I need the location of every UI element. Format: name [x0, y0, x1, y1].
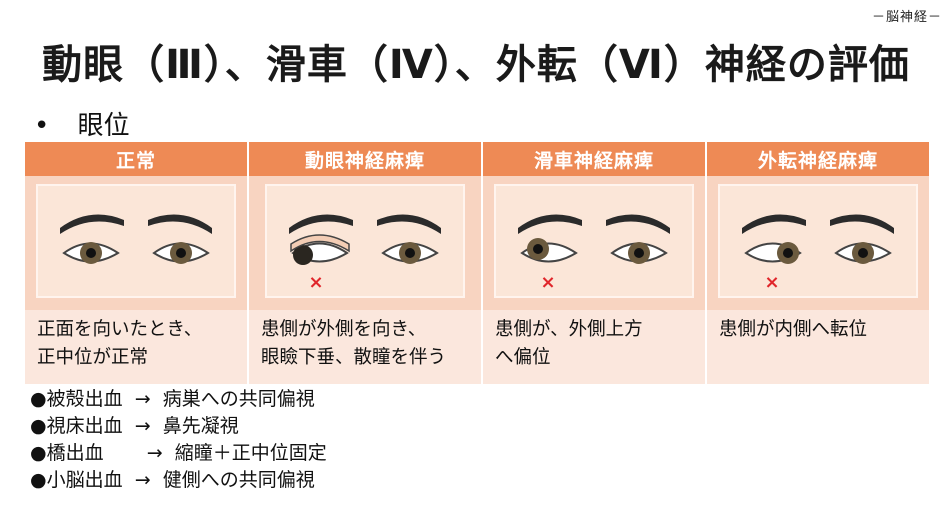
left-eyebrow [517, 214, 582, 234]
note-site: 被殻出血 [46, 388, 123, 410]
left-eyebrow [741, 214, 806, 234]
description-text: 患側が内側へ転位 [718, 319, 867, 340]
note-arrow: → [146, 442, 163, 464]
note-finding: 縮瞳＋正中位固定 [174, 442, 327, 464]
description-normal: 正面を向いたとき、正中位が正常 [25, 310, 247, 384]
note-arrow: → [134, 469, 151, 491]
description-abducens: 患側が内側へ転位 [706, 310, 929, 384]
right-pupil [633, 248, 644, 258]
subtitle-bullet: • [34, 111, 50, 141]
section-tag: －脳神経－ [871, 10, 942, 25]
note-arrow: → [134, 388, 151, 410]
table-header-row: 正常 動眼神経麻痺 滑車神経麻痺 外転神経麻痺 [25, 142, 929, 176]
note-site: 橋出血 [46, 442, 123, 464]
table-description-row: 正面を向いたとき、正中位が正常 患側が外側を向き、眼瞼下垂、散瞳を伴う 患側が、… [25, 310, 929, 384]
left-eyebrow [288, 214, 353, 234]
subtitle: • 眼位 [34, 105, 130, 142]
right-eyebrow [829, 214, 894, 234]
left-pupil [85, 248, 96, 258]
right-pupil [857, 248, 868, 258]
note-pontine-hemorrhage: ●橋出血 → 縮瞳＋正中位固定 [30, 440, 327, 467]
column-header-oculomotor: 動眼神経麻痺 [248, 142, 481, 176]
description-trochlear: 患側が、外側上方へ偏位 [482, 310, 705, 384]
column-header-abducens: 外転神経麻痺 [706, 142, 929, 176]
picture-cell-abducens: × [706, 176, 929, 310]
right-pupil [175, 248, 186, 258]
note-bullet: ● [30, 469, 47, 491]
note-arrow: → [134, 415, 151, 437]
left-iris-dilated [292, 245, 313, 265]
right-eyebrow [147, 214, 212, 234]
description-text: 正面を向いたとき、正中位が正常 [37, 319, 203, 368]
left-pupil [532, 244, 543, 254]
right-pupil [404, 248, 415, 258]
affected-side-marker: × [540, 272, 555, 293]
column-header-trochlear: 滑車神経麻痺 [482, 142, 705, 176]
note-cerebellar-hemorrhage: ●小脳出血 → 健側への共同偏視 [30, 467, 327, 494]
note-finding: 病巣への共同偏視 [162, 388, 315, 410]
note-site: 小脳出血 [46, 469, 123, 491]
note-putaminal-hemorrhage: ●被殻出血 → 病巣への共同偏視 [30, 386, 327, 413]
eyes-trochlear-illustration: × [493, 184, 694, 298]
page-title: 動眼（Ⅲ）、滑車（Ⅳ）、外転（Ⅵ）神経の評価 [42, 42, 910, 88]
affected-side-marker: × [764, 272, 779, 293]
left-drooping-eyelid [290, 234, 350, 253]
description-oculomotor: 患側が外側を向き、眼瞼下垂、散瞳を伴う [248, 310, 481, 384]
affected-side-marker: × [308, 272, 323, 293]
table-picture-row: × × [25, 176, 929, 310]
eyes-abducens-illustration: × [717, 184, 918, 298]
subtitle-text: 眼位 [77, 111, 130, 141]
picture-cell-normal [25, 176, 247, 310]
description-text: 患側が外側を向き、眼瞼下垂、散瞳を伴う [260, 319, 446, 368]
note-bullet: ● [30, 415, 47, 437]
eye-position-table: 正常 動眼神経麻痺 滑車神経麻痺 外転神経麻痺 [23, 142, 931, 384]
eyes-normal-illustration [35, 184, 236, 298]
note-bullet: ● [30, 388, 47, 410]
note-bullet: ● [30, 442, 47, 464]
column-header-normal: 正常 [25, 142, 247, 176]
note-thalamic-hemorrhage: ●視床出血 → 鼻先凝視 [30, 413, 327, 440]
hemorrhage-notes: ●被殻出血 → 病巣への共同偏視 ●視床出血 → 鼻先凝視 ●橋出血 → 縮瞳＋… [30, 386, 327, 494]
left-pupil [782, 248, 793, 258]
left-eyebrow [59, 214, 124, 234]
right-eyebrow [376, 214, 441, 234]
note-finding: 鼻先凝視 [162, 415, 239, 437]
description-text: 患側が、外側上方へ偏位 [494, 319, 643, 368]
picture-cell-oculomotor: × [248, 176, 481, 310]
note-site: 視床出血 [46, 415, 123, 437]
eyes-oculomotor-illustration: × [264, 184, 465, 298]
picture-cell-trochlear: × [482, 176, 705, 310]
right-eyebrow [605, 214, 670, 234]
note-finding: 健側への共同偏視 [162, 469, 315, 491]
